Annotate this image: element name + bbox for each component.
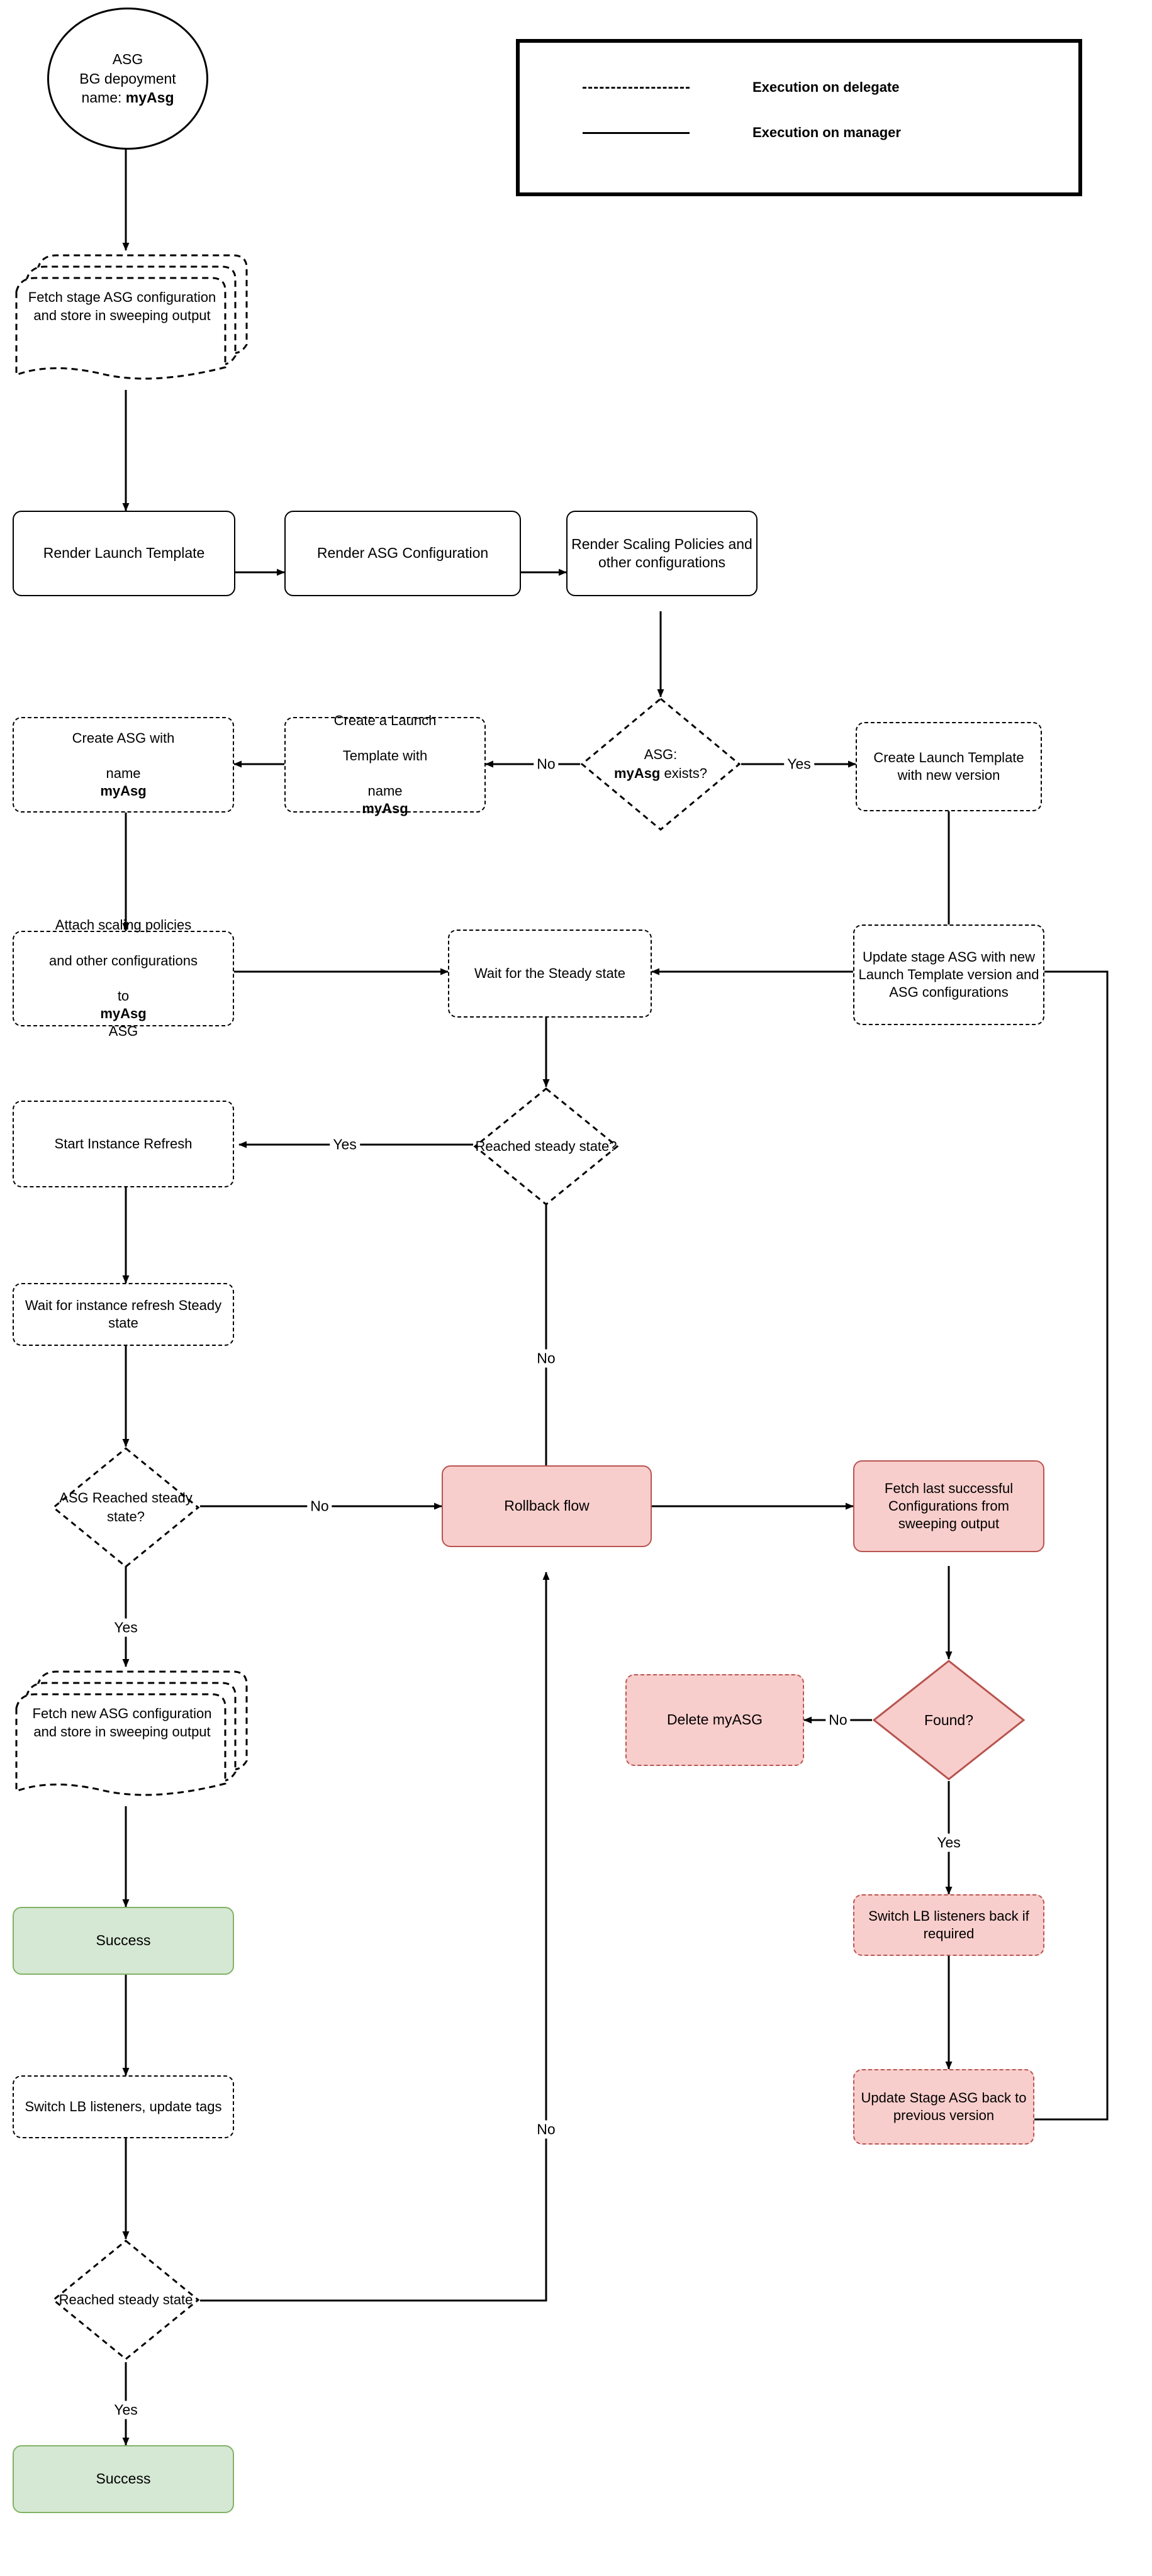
edge-label-yes-asg-exists: Yes [784,755,814,774]
legend-row-delegate: Execution on delegate [583,79,900,96]
asg-exists-line-1: ASG: [644,747,678,763]
node-wait-for-steady-state[interactable]: Wait for the Steady state [448,930,652,1018]
rollback-flow-label: Rollback flow [504,1497,590,1514]
node-wait-instance-refresh-steady[interactable]: Wait for instance refresh Steady state [13,1283,234,1346]
node-attach-scaling-policies[interactable]: Attach scaling policies and other config… [13,917,234,1039]
node-fetch-last-successful-config[interactable]: Fetch last successful Configurations fro… [853,1460,1044,1552]
diamond-shape-icon [473,1087,619,1206]
node-reached-steady-state-decision[interactable]: Reached steady state? [473,1087,619,1206]
switch-lb-back-label: Switch LB listeners back if required [868,1907,1029,1941]
success-final-label: Success [96,2470,151,2487]
wait-steady-label: Wait for the Steady state [474,965,626,981]
attach-line-3-bold: myAsg [100,1006,147,1022]
node-switch-lb-update-tags[interactable]: Switch LB listeners, update tags [13,2075,234,2138]
node-create-asg-myasg[interactable]: Create ASG with name myAsg [13,717,234,813]
start-line-2: BG depoyment [79,70,176,87]
node-start-asg-bg-deployment[interactable]: ASG BG depoyment name: myAsg [47,8,208,150]
asg-exists-rest: exists? [660,765,707,781]
node-found-decision[interactable]: Found? [872,1659,1026,1781]
edge-label-no-asg-exists: No [534,755,559,774]
wait-instance-refresh-label: Wait for instance refresh Steady state [25,1297,222,1331]
legend-label-manager: Execution on manager [752,125,901,140]
found-q-label: Found? [924,1711,973,1728]
success-primary-label: Success [96,1932,151,1949]
create-lt-myasg-line-3-prefix: name [367,783,403,799]
edge-label-no-found: No [825,1711,851,1729]
edge-label-no-asg-reached: No [307,1497,332,1516]
start-line-1: ASG [112,51,143,68]
fetch-last-successful-label: Fetch last successful Configurations fro… [884,1480,1014,1532]
node-create-launch-template-myasg[interactable]: Create a Launch Template with name myAsg [284,713,486,817]
node-update-stage-asg-back[interactable]: Update Stage ASG back to previous versio… [853,2069,1034,2145]
node-switch-lb-listeners-back[interactable]: Switch LB listeners back if required [853,1894,1044,1956]
edge-label-no-reached-steady-final: No [534,2120,559,2139]
node-render-scaling-policies[interactable]: Render Scaling Policies and other config… [566,511,758,596]
edge-label-no-reached-steady: No [534,1349,559,1368]
start-instance-refresh-label: Start Instance Refresh [54,1135,193,1152]
create-asg-myasg-line-1: Create ASG with [72,730,175,746]
document-stack-icon [15,1670,248,1796]
node-asg-exists-decision[interactable]: ASG: myAsg exists? [580,697,741,831]
reached-steady-2-label: Reached steady state [59,2292,193,2308]
create-asg-myasg-line-2-prefix: name [106,765,141,781]
attach-line-1: Attach scaling policies [55,917,192,933]
legend-box: Execution on delegate Execution on manag… [516,39,1082,196]
attach-line-3-suffix: ASG [108,1023,138,1040]
render-launch-template-label: Render Launch Template [43,545,205,562]
create-lt-new-version-label: Create Launch Template with new version [873,749,1024,783]
diamond-shape-icon [580,697,741,831]
legend-solid-line-icon [583,131,690,134]
attach-line-2: and other configurations [48,952,198,969]
start-line-3-prefix: name: [81,89,126,106]
node-reached-steady-state-final-decision[interactable]: Reached steady state [52,2239,200,2361]
asg-exists-bold: myAsg [614,765,661,781]
fetch-new-asg-label: Fetch new ASG configuration and store in… [32,1706,212,1740]
attach-line-3-prefix: to [117,988,130,1004]
node-create-launch-template-new-version[interactable]: Create Launch Template with new version [856,722,1042,811]
create-lt-myasg-line-2: Template with [342,747,428,763]
reached-steady-q-label: Reached steady state? [475,1138,617,1155]
render-asg-configuration-label: Render ASG Configuration [316,545,489,562]
diamond-shape-icon [52,1447,200,1568]
diamond-shape-icon [872,1660,1026,1780]
fetch-stage-asg-label: Fetch stage ASG configuration and store … [28,289,216,323]
node-render-asg-configuration[interactable]: Render ASG Configuration [284,511,521,596]
legend-row-manager: Execution on manager [583,125,901,141]
legend-dashed-line-icon [583,86,690,89]
node-asg-reached-steady-decision[interactable]: ASG Reached steady state? [52,1446,200,1568]
node-fetch-new-asg-config[interactable]: Fetch new ASG configuration and store in… [13,1667,258,1806]
render-scaling-policies-label: Render Scaling Policies and other config… [571,535,752,570]
node-rollback-flow[interactable]: Rollback flow [442,1465,652,1547]
node-delete-myasg[interactable]: Delete myASG [625,1674,804,1766]
document-stack-icon [15,254,248,380]
diamond-shape-icon [52,2240,200,2360]
edge-label-yes-asg-reached: Yes [111,1618,141,1637]
edge-label-yes-reached-steady: Yes [330,1135,360,1154]
create-lt-myasg-bold: myAsg [362,801,408,817]
node-success-final[interactable]: Success [13,2445,234,2513]
node-render-launch-template[interactable]: Render Launch Template [13,511,235,596]
node-start-instance-refresh[interactable]: Start Instance Refresh [13,1101,234,1187]
switch-lb-update-tags-label: Switch LB listeners, update tags [25,2098,222,2114]
edge-label-yes-reached-steady-final: Yes [111,2401,141,2419]
start-line-3-bold: myAsg [125,89,174,106]
edge-label-yes-found: Yes [934,1833,964,1852]
update-stage-back-label: Update Stage ASG back to previous versio… [861,2089,1027,2123]
create-lt-myasg-line-1: Create a Launch [333,712,437,728]
node-update-stage-asg[interactable]: Update stage ASG with new Launch Templat… [853,924,1044,1025]
asg-reached-steady-q-label: ASG Reached steady state? [59,1490,193,1524]
node-success-primary[interactable]: Success [13,1907,234,1975]
delete-myasg-label: Delete myASG [666,1711,763,1728]
create-asg-myasg-bold: myAsg [100,783,147,799]
legend-label-delegate: Execution on delegate [752,79,900,95]
node-fetch-stage-asg-config[interactable]: Fetch stage ASG configuration and store … [13,250,258,390]
update-stage-asg-label: Update stage ASG with new Launch Templat… [858,948,1039,1001]
